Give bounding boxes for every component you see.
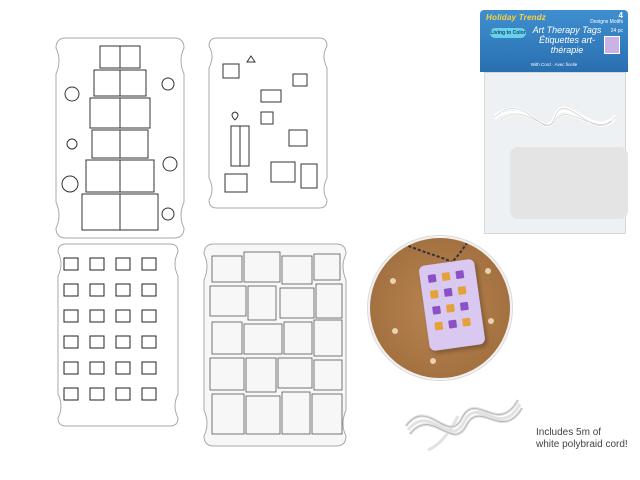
- tag-scattered-gifts: [205, 34, 331, 212]
- dot: [390, 278, 396, 284]
- dot: [392, 328, 398, 334]
- living-to-color-badge: Living to Color: [490, 28, 526, 38]
- tag-stacked-gifts-art: [55, 37, 185, 239]
- mini-gift: [448, 319, 458, 329]
- mini-gift: [455, 270, 465, 280]
- cord-bundle: [404, 399, 524, 452]
- tag-grid-gifts: [54, 240, 182, 430]
- mini-gift: [459, 301, 469, 311]
- brand-logo: Holiday Trendz: [486, 13, 546, 22]
- package-title: Art Therapy Tags Étiquettes art-thérapie: [532, 25, 602, 55]
- package-footer: With Cord · Avec ficelle: [530, 62, 578, 67]
- mini-gift: [429, 289, 439, 299]
- tag-dense-gifts: [200, 240, 350, 450]
- tag-grid-gifts-art: [57, 243, 179, 427]
- cord-bundle-in-package: [494, 106, 616, 127]
- tag-dense-gifts-art: [203, 243, 347, 447]
- mini-gift: [445, 303, 455, 313]
- package-thumbnail: [604, 36, 620, 54]
- lifestyle-photo: [368, 236, 512, 380]
- package-header: Holiday Trendz 4 Designs Motifs 24 pc Li…: [480, 10, 628, 72]
- package-tag-stack: [510, 147, 628, 219]
- mini-gift: [427, 273, 437, 284]
- cord-caption: Includes 5m of white polybraid cord!: [536, 427, 628, 450]
- tag-scattered-gifts-art: [208, 37, 328, 209]
- colored-tag: [418, 258, 486, 352]
- dot: [488, 318, 494, 324]
- mini-gift: [441, 272, 451, 282]
- pieces-count: 24 pc: [610, 28, 623, 34]
- designs-count: 4 Designs Motifs: [590, 11, 623, 26]
- mini-gift: [432, 305, 442, 315]
- mini-gift: [434, 321, 444, 331]
- mini-gift: [457, 285, 467, 295]
- tag-stacked-gifts: [52, 34, 188, 242]
- mini-gift: [443, 287, 453, 297]
- mini-gift: [462, 317, 472, 327]
- dot: [430, 358, 436, 364]
- dot: [485, 268, 491, 274]
